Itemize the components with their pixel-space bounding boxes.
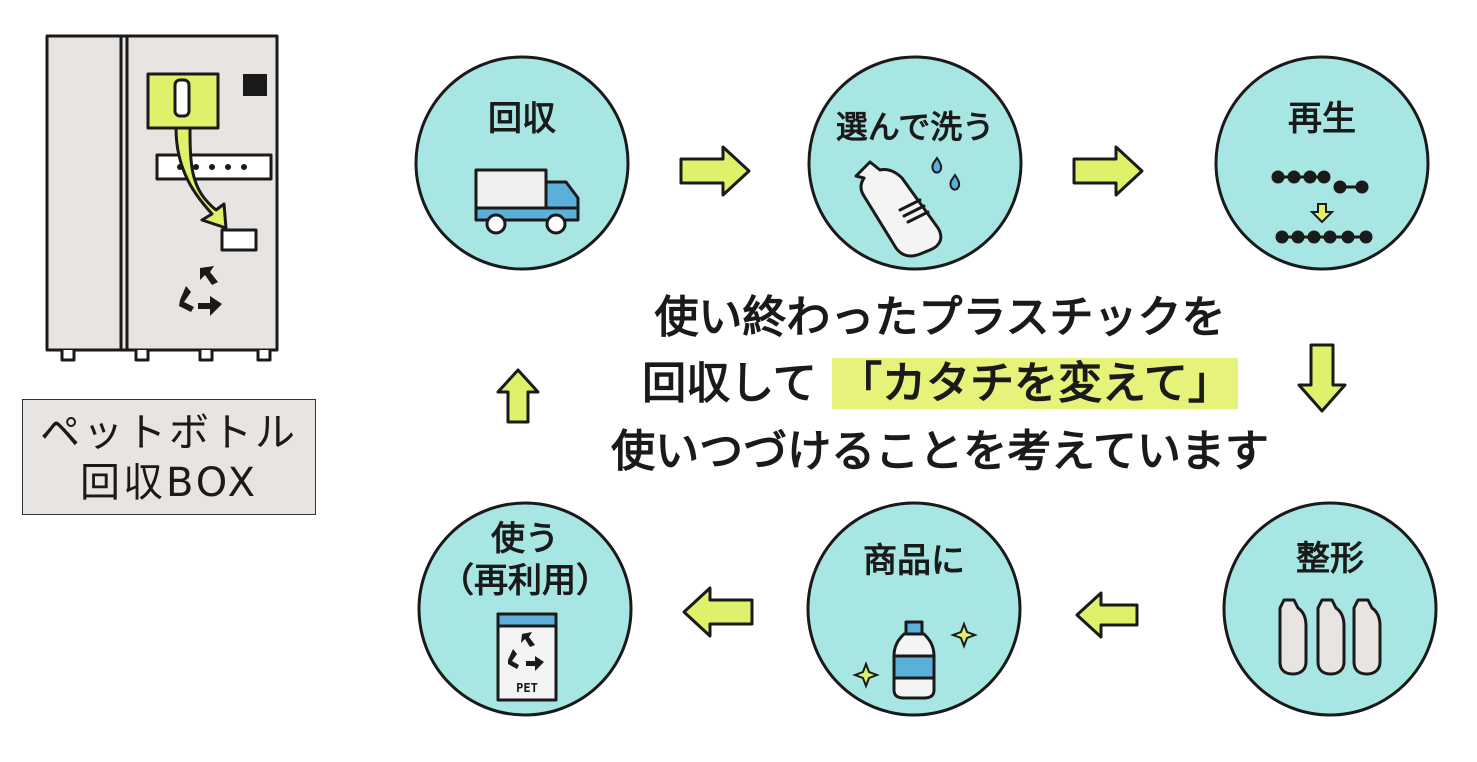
step-label-use-line2: （再利用） [440,561,610,601]
box-label-line1: ペットボトル [40,410,298,456]
step-label-product: 商品に [863,541,965,581]
product-bottle-icon [852,620,978,700]
recycle-icon [179,266,222,316]
sensor-square [243,74,267,96]
box-label-line2: 回収BOX [79,460,259,506]
bottle-icon [173,78,191,118]
step-label-collect: 回収 [488,99,556,139]
recycle-box-cabinet [45,34,279,362]
arrow-right-icon [679,145,751,197]
arrow-right-icon [1072,145,1144,197]
curved-arrow-icon [174,126,228,230]
step-circle-product [806,501,1022,717]
arrow-up-icon [496,368,540,424]
step-label-use: 使う （再利用） [415,518,635,602]
recycle-box-label: ペットボトル 回収BOX [22,399,316,515]
arrow-left-icon [1075,591,1139,639]
message-line1: 使い終わったプラスチックを [654,292,1226,343]
message-highlight: 「カタチを変えて」 [832,358,1238,409]
arrow-down-icon [1297,343,1347,413]
step-label-mold: 整形 [1296,539,1364,579]
preform-bottles-icon [1278,598,1382,676]
step-label-use-line1: 使う [491,519,559,559]
pet-recycle-card-icon [496,612,558,702]
step-circle-regen [1214,55,1430,271]
step-label-wash: 選んで洗う [835,108,995,146]
step-circle-use [417,501,633,717]
molecule-icon [1271,170,1373,244]
step-circle-collect [414,55,630,271]
truck-icon [474,168,580,235]
receipt-slot [220,228,258,252]
step-label-regen: 再生 [1288,99,1356,139]
arrow-left-icon [682,586,754,638]
message-line3: 使いつづけることを考えています [611,426,1269,477]
washed-bottle-icon [854,156,961,258]
message-line2-pre: 回収して [642,358,817,409]
pet-mark-text: PET [516,681,538,695]
message-line2: 回収して 「カタチを変えて」 [540,356,1340,412]
step-circle-wash [807,55,1023,271]
